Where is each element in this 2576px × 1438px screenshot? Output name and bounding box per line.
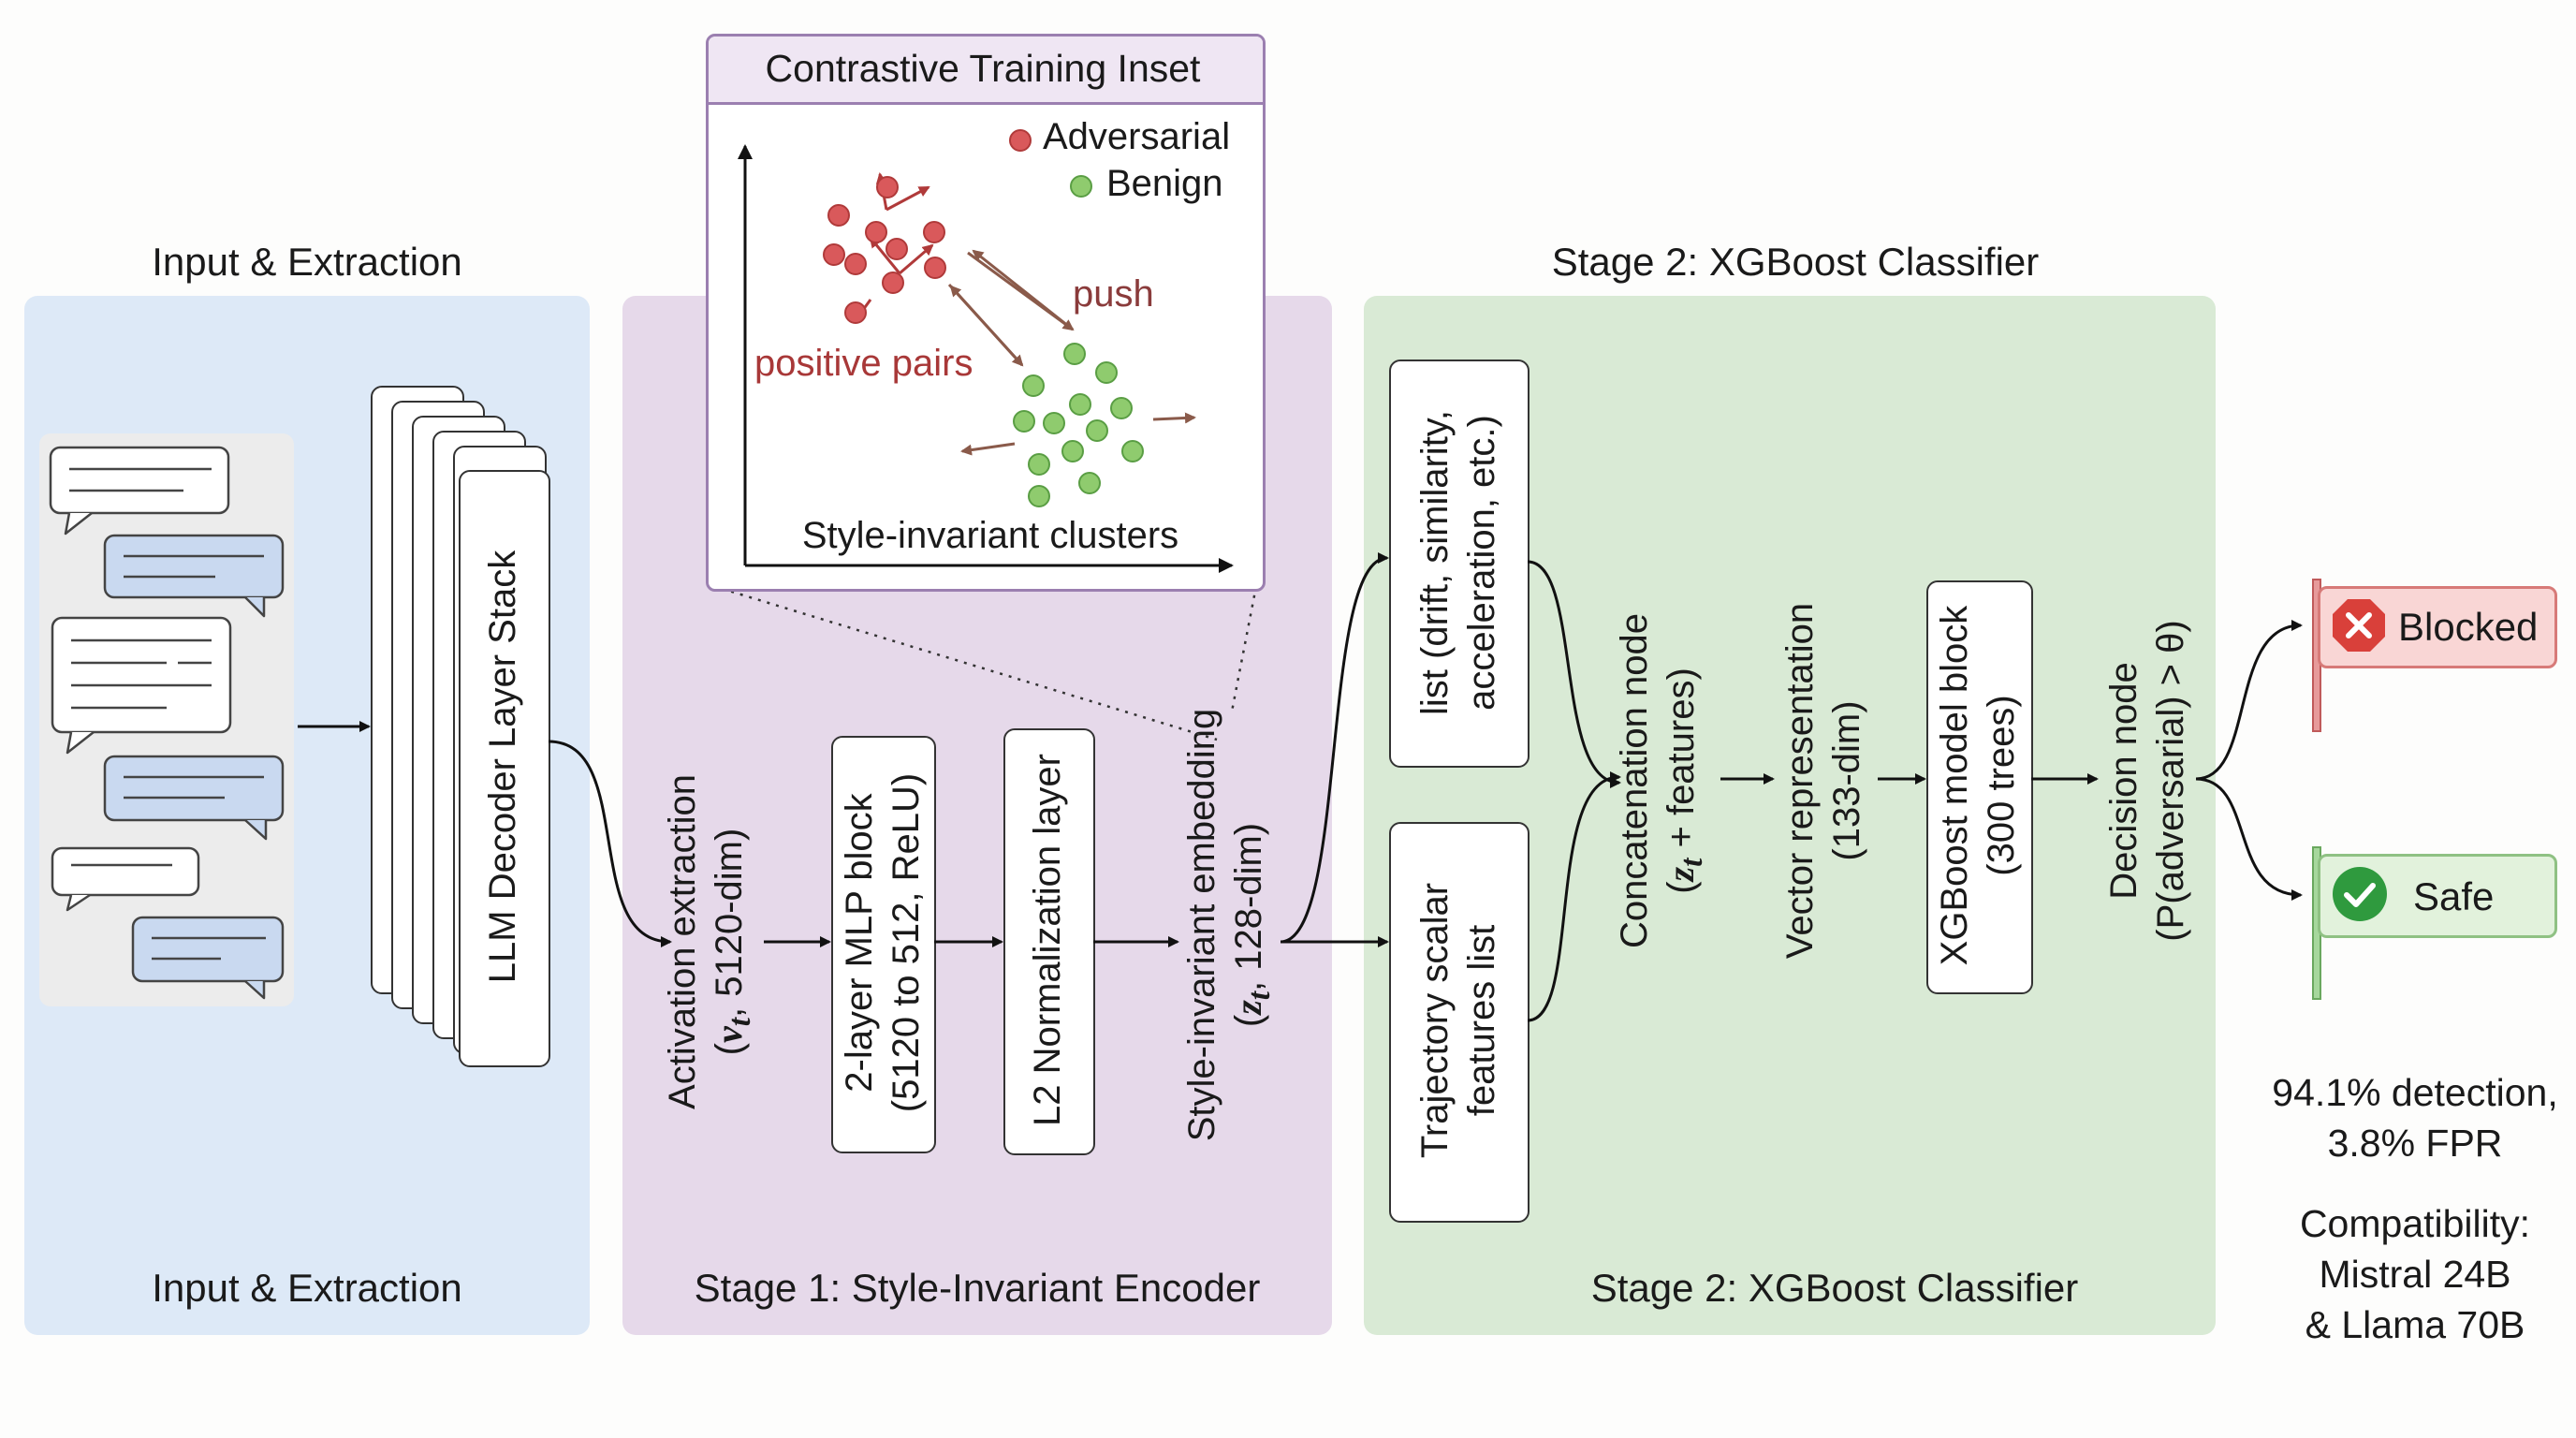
metrics-block: 94.1% detection, 3.8% FPR	[2272, 1067, 2557, 1168]
compat-llama: & Llama 70B	[2305, 1303, 2525, 1346]
features-list-box	[1389, 360, 1530, 768]
compat-mistral: Mistral 24B	[2319, 1253, 2511, 1296]
compat-title: Compatibility:	[2299, 1202, 2531, 1245]
benign-point	[1063, 343, 1086, 365]
benign-point	[1086, 419, 1108, 442]
adversarial-point	[876, 176, 899, 198]
push-arrow	[960, 442, 1016, 456]
benign-point	[1013, 410, 1035, 433]
adversarial-point	[886, 238, 908, 260]
trajectory-features-box	[1389, 822, 1530, 1223]
push-arrow	[972, 249, 1074, 331]
push-arrow	[1152, 412, 1196, 424]
adversarial-point	[865, 221, 887, 243]
safe-label: Safe	[2413, 874, 2495, 918]
inset-callout-line	[712, 584, 1218, 741]
pair-arrow	[869, 236, 901, 274]
xgboost-model-block	[1926, 580, 2033, 994]
benign-point	[1061, 440, 1084, 462]
x-icon	[2333, 599, 2385, 652]
metric-fpr: 3.8% FPR	[2327, 1122, 2503, 1165]
inset-x-label: Style-invariant clusters	[801, 515, 1179, 556]
benign-point	[1078, 472, 1101, 494]
compatibility-block: Compatibility: Mistral 24B & Llama 70B	[2300, 1198, 2530, 1350]
input-title-top: Input & Extraction	[152, 240, 462, 284]
blocked-label: Blocked	[2398, 605, 2539, 649]
arrow-stack-to-activation	[548, 740, 672, 947]
adversarial-point	[823, 243, 845, 266]
stage2-title-top: Stage 2: XGBoost Classifier	[1551, 240, 2040, 284]
arrow-embedding-to-features	[1280, 552, 1389, 944]
legend-adversarial-label: Adversarial	[1043, 116, 1231, 157]
mlp-block	[831, 736, 936, 1153]
adversarial-point	[882, 271, 904, 294]
chat-bubbles	[49, 446, 285, 1000]
adversarial-point	[923, 221, 945, 243]
legend-adversarial-marker	[1009, 129, 1032, 152]
stage2-title-bottom: Stage 2: XGBoost Classifier	[1590, 1266, 2079, 1310]
arrow-decision-to-blocked	[2195, 620, 2303, 781]
adversarial-point	[844, 301, 867, 324]
benign-point	[1043, 412, 1065, 434]
inset-title-bar	[709, 37, 1263, 105]
chat-bubble-icon	[51, 616, 232, 755]
stage1-title-bottom: Stage 1: Style-Invariant Encoder	[694, 1266, 1261, 1310]
contrastive-inset	[706, 34, 1266, 592]
adversarial-point	[827, 204, 850, 227]
chat-bubble-icon	[49, 446, 230, 536]
arrow-features-to-concat	[1527, 560, 1621, 788]
l2-normalization-layer	[1003, 728, 1095, 1155]
benign-point	[1095, 361, 1118, 384]
push-label: push	[1073, 273, 1154, 315]
push-arrow	[949, 285, 1024, 367]
benign-point	[1110, 397, 1133, 419]
chat-bubble-icon	[103, 755, 285, 841]
adversarial-point	[844, 253, 867, 275]
inset-title: Contrastive Training Inset	[765, 47, 1201, 90]
pair-arrow	[886, 185, 930, 212]
adversarial-point	[924, 257, 946, 279]
positive-pairs-label: positive pairs	[754, 343, 973, 384]
benign-point	[1028, 453, 1050, 476]
input-title-bottom: Input & Extraction	[152, 1266, 462, 1310]
legend-benign-marker	[1070, 175, 1092, 198]
check-icon	[2333, 867, 2387, 921]
arrow-decision-to-safe	[2195, 777, 2303, 901]
metric-detection: 94.1% detection,	[2272, 1071, 2558, 1114]
arrow-trajectory-to-concat	[1527, 771, 1621, 1022]
chat-bubble-icon	[103, 534, 285, 618]
benign-point	[1069, 393, 1091, 416]
benign-point	[1022, 374, 1045, 397]
chat-bubble-icon	[131, 916, 285, 1000]
pair-arrow	[899, 243, 934, 275]
chat-bubble-icon	[51, 846, 200, 912]
inset-callout-line	[1230, 585, 1258, 712]
benign-point	[1028, 485, 1050, 507]
inset-plot	[738, 129, 1234, 573]
legend-benign-label: Benign	[1106, 163, 1223, 204]
llm-decoder-stack	[459, 470, 550, 1067]
benign-point	[1121, 440, 1144, 462]
